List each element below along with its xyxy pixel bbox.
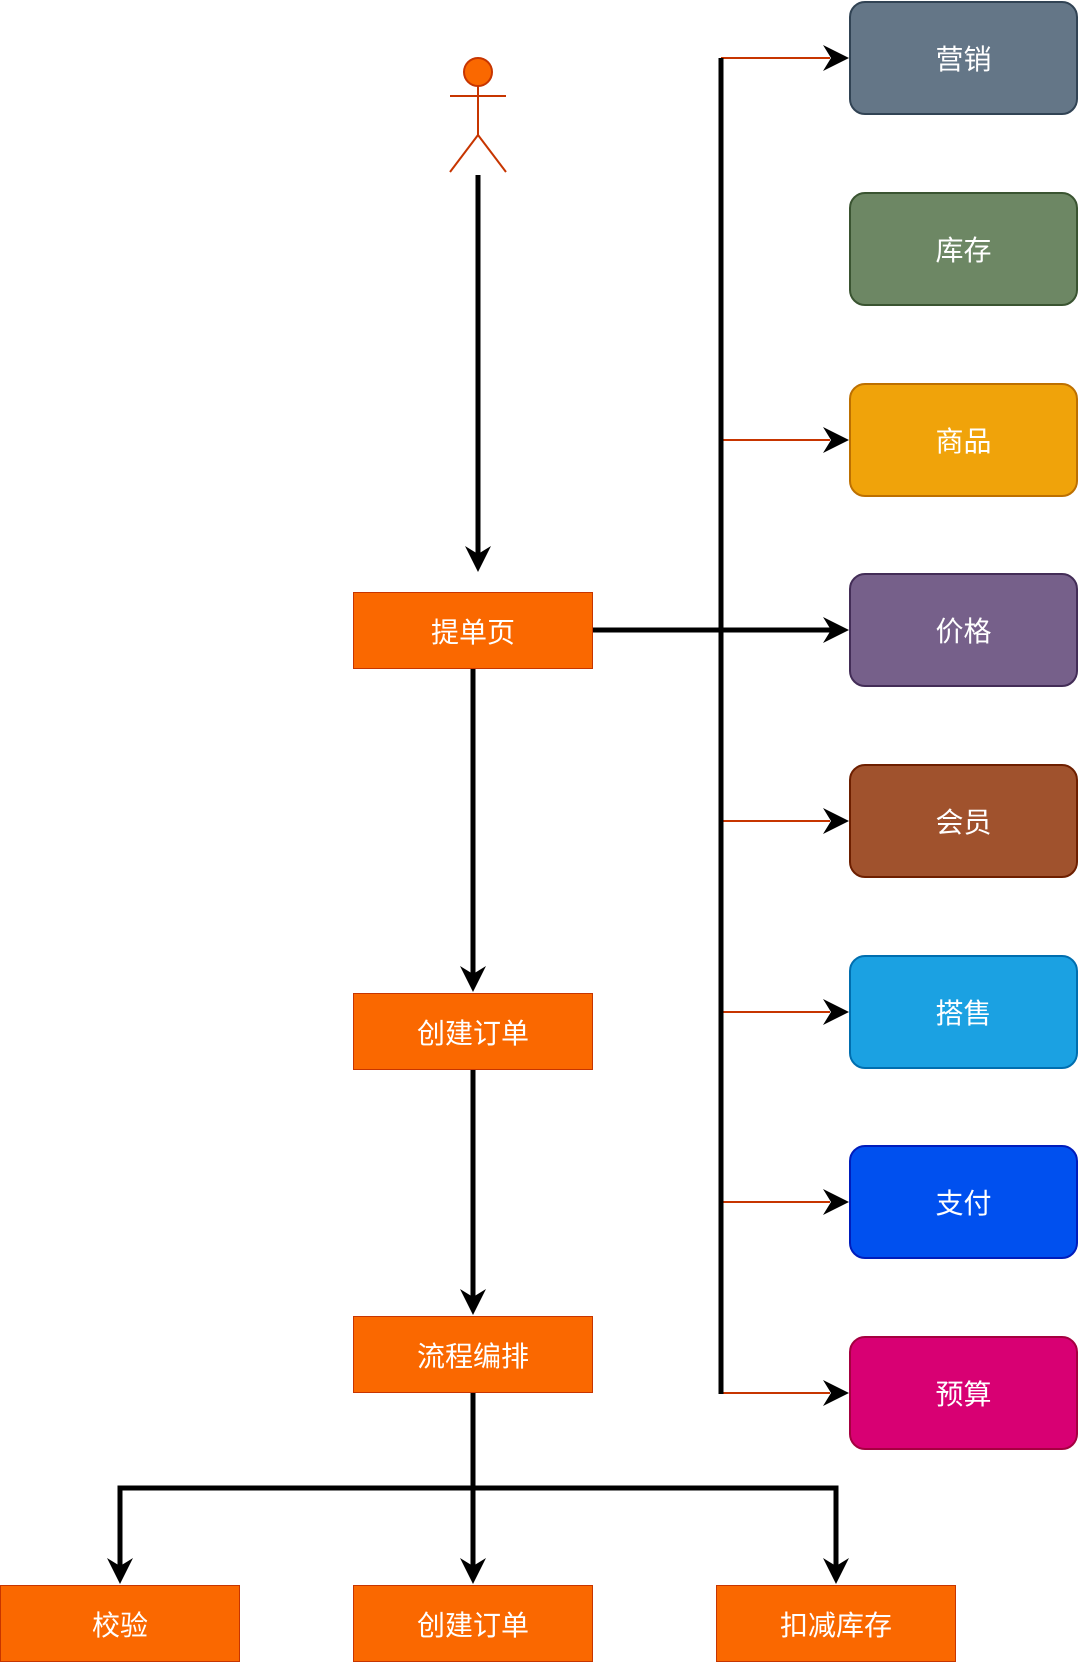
create-order-label: 创建订单 [416,1016,529,1050]
arrowhead [460,1289,486,1315]
arrowhead [823,45,849,71]
arrowhead [823,1558,849,1584]
step-deduct-inventory-node[interactable]: 扣减库存 [716,1585,956,1662]
create-order-node[interactable]: 创建订单 [353,993,593,1070]
step-validate-node[interactable]: 校验 [0,1585,240,1662]
arrowhead [823,1189,849,1215]
service-label: 库存 [935,234,992,267]
arrowhead [107,1558,133,1584]
service-node[interactable]: 库存 [849,192,1078,306]
arrowhead [460,966,486,992]
actor-icon [449,57,830,1394]
step-label: 扣减库存 [779,1608,892,1642]
arrowhead [823,999,849,1025]
step-create-order-node[interactable]: 创建订单 [353,1585,593,1662]
service-node[interactable]: 会员 [849,764,1078,878]
edge-checkout-to-services [593,58,841,1394]
service-node[interactable]: 营销 [849,1,1078,115]
service-label: 商品 [935,425,992,458]
orchestration-node[interactable]: 流程编排 [353,1316,593,1393]
service-label: 搭售 [935,997,992,1030]
service-label: 营销 [935,43,992,76]
step-label: 创建订单 [416,1608,529,1642]
arrowhead [465,546,491,572]
service-node[interactable]: 支付 [849,1145,1078,1259]
arrowhead [823,617,849,643]
service-label: 价格 [935,615,992,648]
service-label: 会员 [935,806,992,839]
checkout-page-label: 提单页 [430,615,515,649]
service-label: 预算 [935,1378,992,1411]
arrowhead [823,1380,849,1406]
service-node[interactable]: 商品 [849,383,1078,497]
checkout-page-node[interactable]: 提单页 [353,592,593,669]
service-node[interactable]: 预算 [849,1336,1078,1450]
service-node[interactable]: 价格 [849,573,1078,687]
arrowhead [460,1558,486,1584]
edge-orchestration-to-steps [117,1393,839,1577]
arrowhead [823,808,849,834]
orchestration-label: 流程编排 [416,1339,529,1373]
arrowhead [823,427,849,453]
service-node[interactable]: 搭售 [849,955,1078,1069]
service-label: 支付 [935,1187,992,1220]
step-label: 校验 [91,1608,148,1642]
